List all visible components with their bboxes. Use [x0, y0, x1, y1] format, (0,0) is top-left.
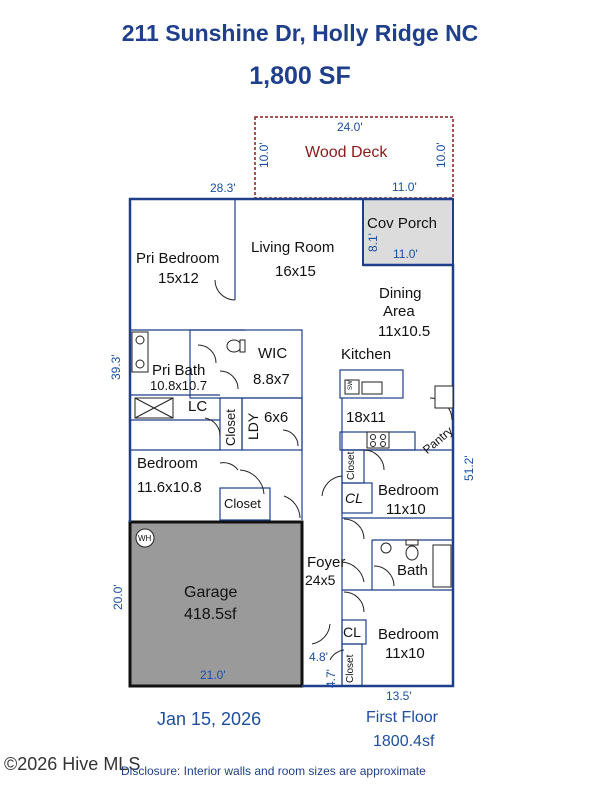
- pri-bath-label: Pri Bath: [152, 362, 206, 379]
- garage-width-label: 21.0': [200, 668, 226, 682]
- sink-icon: [135, 359, 145, 369]
- range-icon: [366, 431, 390, 449]
- watermark: ©2026 Hive MLS: [4, 754, 141, 774]
- bedroom3-label: Bedroom: [378, 482, 439, 499]
- dining-area-label: Area: [383, 303, 415, 320]
- garage-area: [128, 520, 304, 688]
- dining-size: 11x10.5: [378, 323, 431, 340]
- deck-right-label: 10.0': [434, 142, 448, 168]
- floor-area-label: 1800.4sf: [373, 733, 435, 750]
- cl2-label: CL: [343, 624, 361, 640]
- garage-label: Garage: [184, 584, 238, 601]
- kitchen-sink-icon: [361, 381, 383, 395]
- dining-label: Dining: [379, 285, 422, 302]
- left-height-label: 39.3': [109, 354, 123, 380]
- sink-icon: [135, 335, 145, 345]
- foyer-size: 24x5: [305, 572, 336, 588]
- entry-height-label: 4.7': [324, 669, 338, 688]
- cl1-label: CL: [345, 490, 363, 506]
- water-heater-icon: [135, 528, 155, 548]
- fridge-icon: [434, 385, 454, 409]
- deck-left-label: 10.0': [257, 142, 271, 168]
- entry-width-label: 4.8': [309, 650, 328, 664]
- ldy-size: 6x6: [264, 409, 289, 426]
- sw-label: SW: [348, 380, 354, 390]
- garage-height-label: 20.0': [111, 584, 125, 610]
- deck-bottom-label: 11.0': [392, 180, 417, 194]
- closet3-label: Closet: [346, 451, 357, 480]
- pri-bath-size: 10.8x10.7: [150, 378, 208, 393]
- deck-width-label: 24.0': [337, 120, 363, 134]
- bottom-width-label: 13.5': [386, 689, 412, 703]
- interior-walls: [130, 199, 453, 687]
- wic-size: 8.8x7: [253, 371, 290, 388]
- kitchen-size: 18x11: [346, 409, 386, 426]
- bedroom4-size: 11x10: [385, 645, 425, 662]
- toilet-icon: [226, 339, 242, 353]
- closet2-label: Closet: [224, 496, 261, 511]
- bedroom2-size: 11.6x10.8: [137, 479, 202, 496]
- bath-label: Bath: [397, 562, 428, 579]
- address-title: 211 Sunshine Dr, Holly Ridge NC: [121, 20, 479, 46]
- door-swings: [197, 279, 453, 661]
- pri-bedroom-size: 15x12: [158, 270, 199, 287]
- pri-bedroom-label: Pri Bedroom: [136, 250, 220, 267]
- floor-label: First Floor: [366, 709, 438, 726]
- bedroom4-label: Bedroom: [378, 626, 439, 643]
- bathtub-icon: [432, 544, 452, 588]
- disclosure: Disclosure: Interior walls and room size…: [121, 764, 426, 778]
- right-height-label: 51.2': [462, 455, 476, 481]
- garage-size: 418.5sf: [184, 606, 237, 623]
- date-label: Jan 15, 2026: [157, 709, 262, 729]
- porch-width-label: 11.0': [393, 247, 418, 261]
- bedroom2-label: Bedroom: [137, 455, 198, 472]
- area-title: 1,800 SF: [249, 62, 351, 90]
- closet-vertical-label: Closet: [223, 409, 238, 446]
- kitchen-label: Kitchen: [341, 346, 392, 363]
- living-room-label: Living Room: [251, 239, 335, 256]
- cov-porch-label: Cov Porch: [367, 215, 438, 232]
- lc-label: LC: [188, 398, 208, 415]
- ldy-label: LDY: [245, 412, 261, 440]
- wood-deck-label: Wood Deck: [305, 144, 388, 161]
- bedroom3-size: 11x10: [386, 501, 426, 518]
- top-width-label: 28.3': [210, 181, 236, 195]
- wh-label: WH: [138, 534, 152, 543]
- dishwasher-icon: [344, 379, 360, 395]
- living-room-size: 16x15: [275, 263, 316, 280]
- wic-label: WIC: [258, 345, 288, 362]
- foyer-label: Foyer: [307, 554, 346, 571]
- porch-height-label: 8.1': [366, 233, 380, 252]
- fixtures: [131, 331, 454, 588]
- closet4-label: Closet: [345, 654, 356, 683]
- bath-sink-icon: [380, 542, 392, 554]
- cov-porch-area: [362, 198, 454, 266]
- bath-toilet-icon: [405, 545, 419, 561]
